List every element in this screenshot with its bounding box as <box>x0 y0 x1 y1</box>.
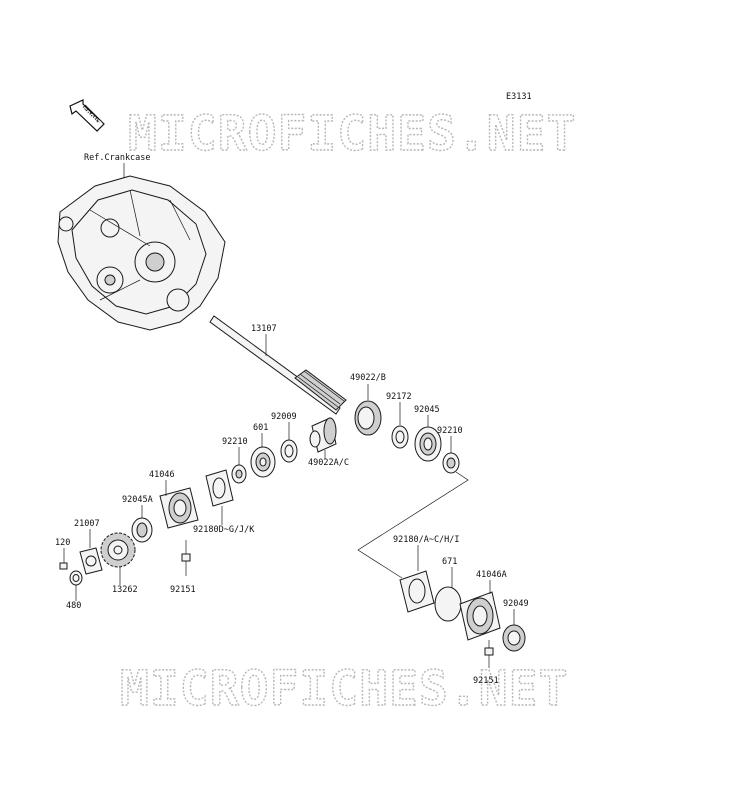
part-label-671: 671 <box>442 557 457 567</box>
watermark-top: MICROFICHES.NET <box>128 106 576 162</box>
part-label-92009: 92009 <box>271 412 297 422</box>
o-ring-671-icon <box>434 586 462 622</box>
housing-41046a-icon <box>459 591 501 641</box>
part-label-92180achi: 92180/A~C/H/I <box>393 535 460 545</box>
gasket-92180dgjk-icon <box>205 469 234 507</box>
part-label-92049: 92049 <box>503 599 529 609</box>
part-label-49022b: 49022/B <box>350 373 386 383</box>
part-label-92172: 92172 <box>386 392 412 402</box>
watermark-bottom: MICROFICHES.NET <box>120 661 568 717</box>
seal-92210-right-icon <box>442 452 460 474</box>
ref-crankcase-label: Ref.Crankcase <box>84 153 151 163</box>
part-label-92210-right: 92210 <box>437 426 463 436</box>
part-label-120: 120 <box>55 538 70 548</box>
part-label-13107: 13107 <box>251 324 277 334</box>
bearing-601-icon <box>250 446 276 478</box>
part-label-92151-left: 92151 <box>170 585 196 595</box>
gear-13262-icon <box>100 532 136 568</box>
part-label-92210-left: 92210 <box>222 437 248 447</box>
group-connector-line <box>357 471 469 579</box>
part-label-92151-right: 92151 <box>473 676 499 686</box>
housing-41046-icon <box>159 487 199 529</box>
front-arrow-icon: FRONT <box>69 99 105 132</box>
part-label-41046: 41046 <box>149 470 175 480</box>
part-label-92045: 92045 <box>414 405 440 415</box>
bolt-92151-left-icon <box>181 553 191 576</box>
shim-92172-icon <box>391 425 409 449</box>
gasket-92180achi-icon <box>399 570 435 613</box>
seal-92210-left-icon <box>231 464 247 484</box>
part-label-21007: 21007 <box>74 519 100 529</box>
oil-seal-92049-icon <box>502 624 526 652</box>
circlip-480-icon <box>69 570 83 586</box>
part-label-41046a: 41046A <box>476 570 507 580</box>
sensor-21007-icon <box>79 547 103 575</box>
part-label-13262: 13262 <box>112 585 138 595</box>
part-label-92045a: 92045A <box>122 495 153 505</box>
part-label-480: 480 <box>66 601 81 611</box>
washer-92009-icon <box>280 439 298 463</box>
part-label-601: 601 <box>253 423 268 433</box>
bearing-92045a-icon <box>131 517 153 543</box>
part-label-92180dgjk: 92180D~G/J/K <box>193 525 255 535</box>
bevel-gear-49022b-icon <box>354 400 382 436</box>
bolt-120-icon <box>59 562 68 570</box>
bearing-92045-icon <box>414 426 442 462</box>
crankcase-icon <box>57 175 226 331</box>
pinion-49022ac-icon <box>309 417 337 453</box>
part-label-49022ac: 49022A/C <box>308 458 349 468</box>
diagram-code: E3131 <box>506 92 532 102</box>
output-shaft-icon <box>209 315 347 415</box>
